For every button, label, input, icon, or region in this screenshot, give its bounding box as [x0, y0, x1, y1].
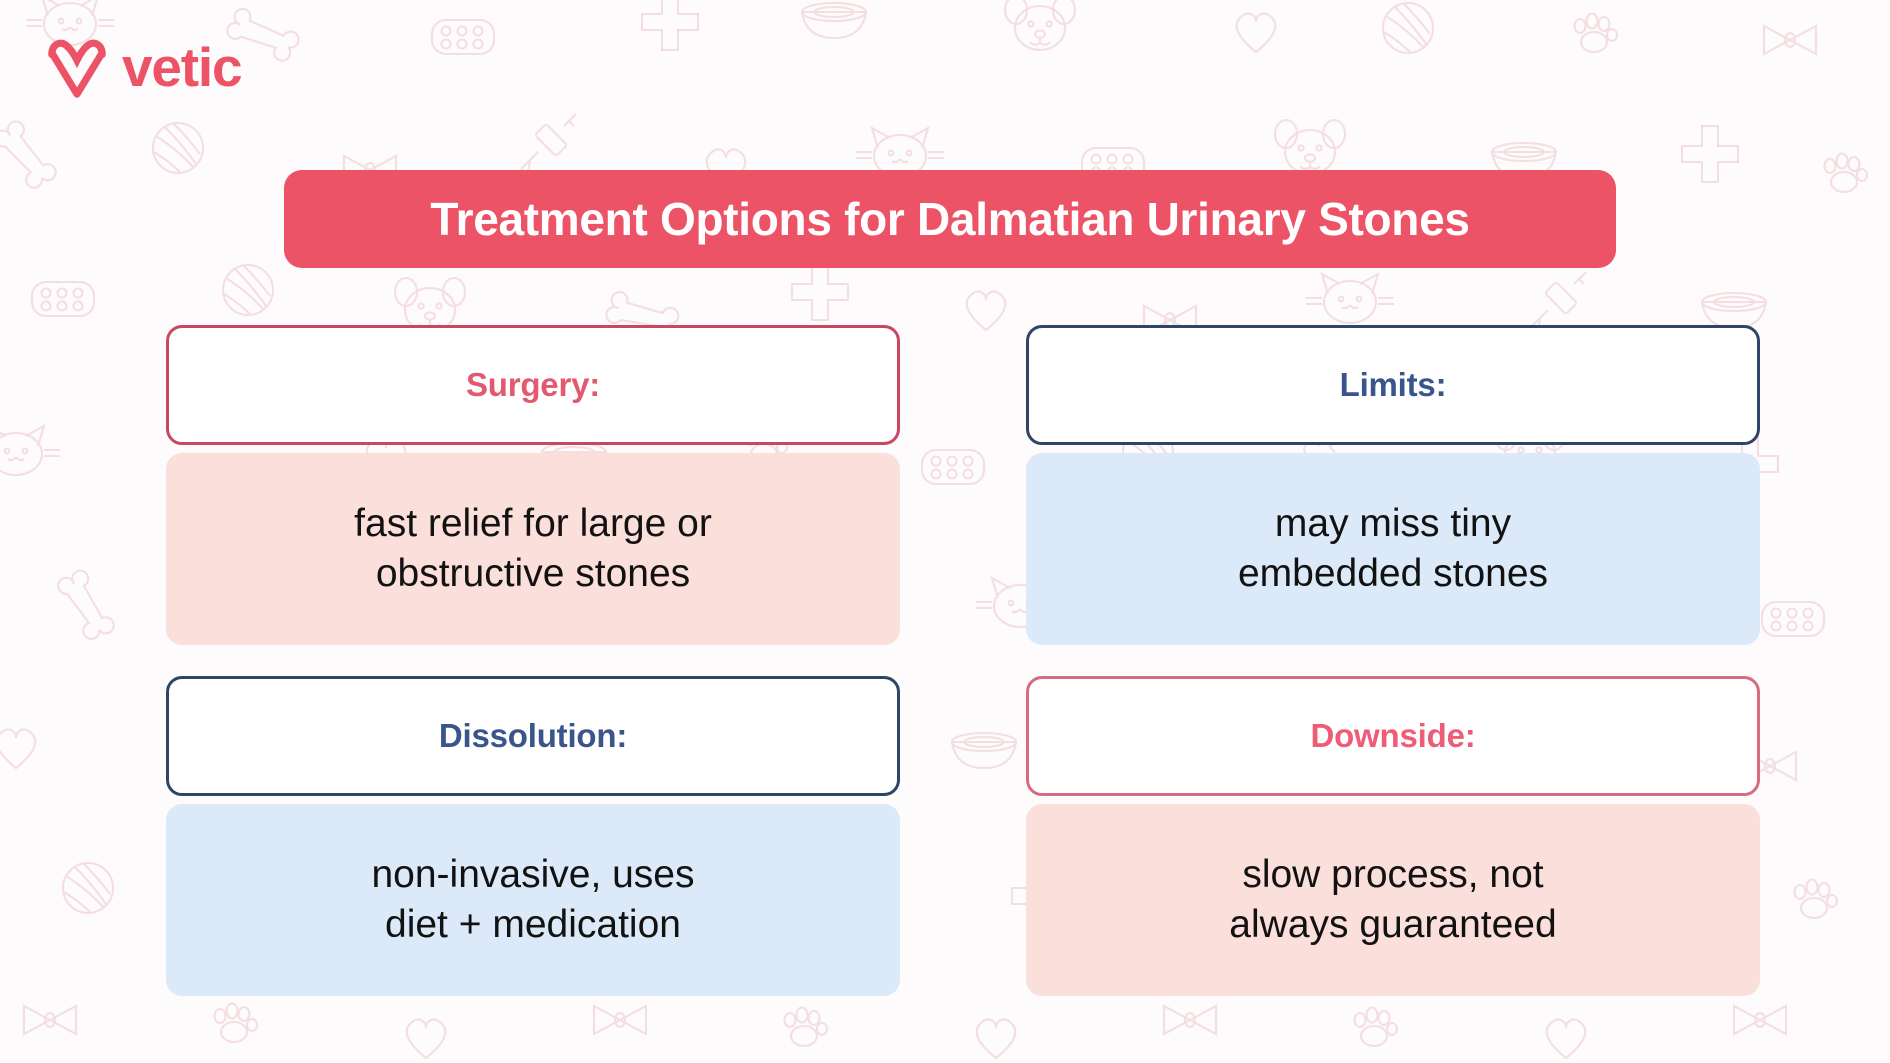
card-body-downside: slow process, not always guaranteed: [1026, 804, 1760, 996]
card-header-label: Limits:: [1339, 366, 1447, 403]
card-body-surgery: fast relief for large or obstructive sto…: [166, 453, 900, 645]
page-title: Treatment Options for Dalmatian Urinary …: [430, 193, 1470, 245]
card-group-dissolution: Dissolution: non-invasive, uses diet + m…: [166, 676, 900, 996]
brand-name: vetic: [122, 35, 243, 98]
card-header-label: Downside:: [1310, 717, 1476, 754]
card-header-dissolution: Dissolution:: [166, 676, 900, 796]
card-body-text: slow process, not always guaranteed: [1229, 853, 1557, 946]
card-group-limits: Limits: may miss tiny embedded stones: [1026, 325, 1760, 645]
card-header-limits: Limits:: [1026, 325, 1760, 445]
card-body-dissolution: non-invasive, uses diet + medication: [166, 804, 900, 996]
card-body-text: may miss tiny embedded stones: [1237, 502, 1549, 595]
card-group-downside: Downside: slow process, not always guara…: [1026, 676, 1760, 996]
card-body-text: fast relief for large or obstructive sto…: [354, 502, 712, 595]
card-header-surgery: Surgery:: [166, 325, 900, 445]
title-banner: Treatment Options for Dalmatian Urinary …: [284, 170, 1616, 268]
vetic-heart-v-icon: [48, 39, 106, 98]
treatment-card-grid: Surgery: fast relief for large or obstru…: [166, 325, 1760, 996]
card-header-label: Surgery:: [465, 366, 601, 403]
card-body-limits: may miss tiny embedded stones: [1026, 453, 1760, 645]
card-header-downside: Downside:: [1026, 676, 1760, 796]
card-body-text: non-invasive, uses diet + medication: [371, 853, 695, 946]
card-group-surgery: Surgery: fast relief for large or obstru…: [166, 325, 900, 645]
brand-logo[interactable]: vetic: [46, 35, 243, 98]
card-header-label: Dissolution:: [438, 717, 628, 754]
